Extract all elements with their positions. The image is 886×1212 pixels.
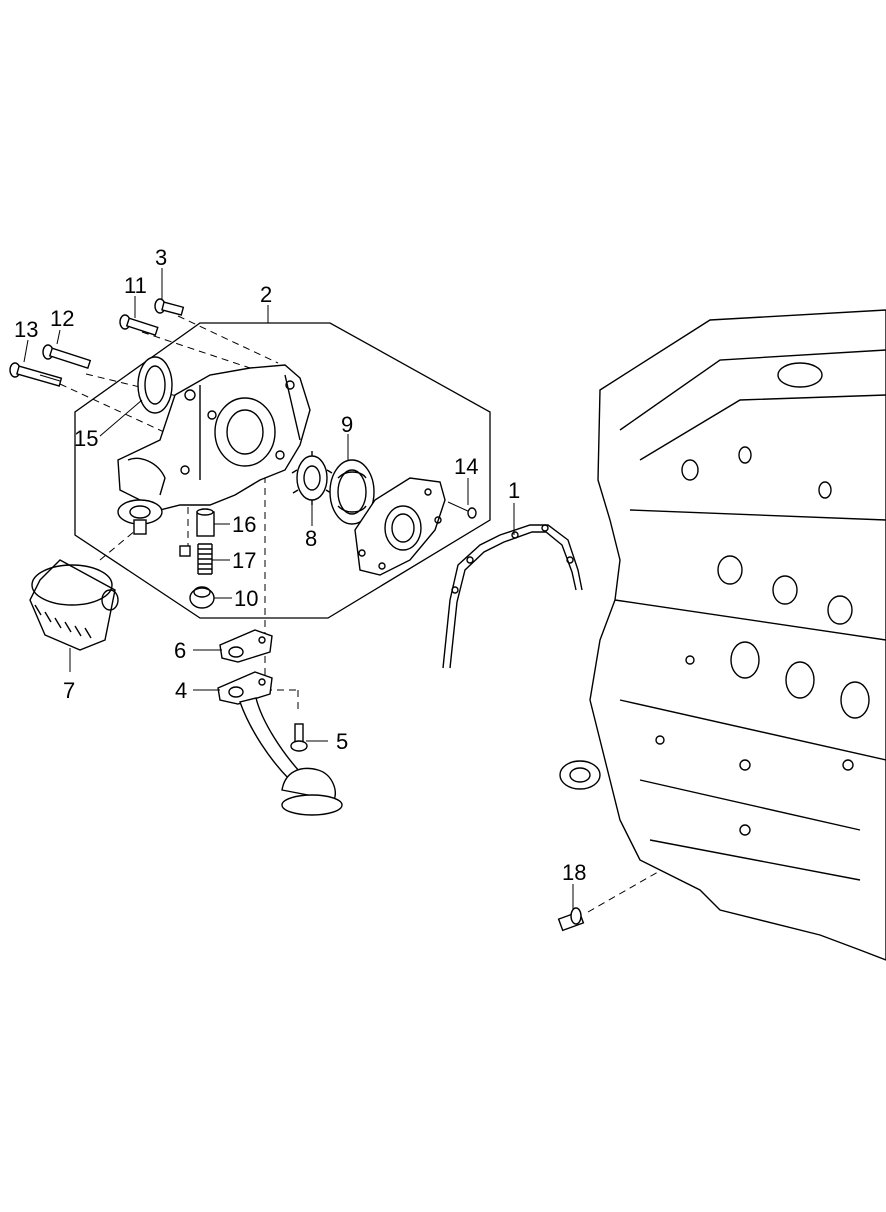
callout-4: 4 [175,678,187,703]
bolt-11 [119,314,159,336]
plug-10 [189,586,215,609]
outer-rotor-9 [329,459,375,525]
callout-9: 9 [341,412,353,437]
callout-13: 13 [14,317,38,342]
oil-pressure-switch [557,907,585,932]
callout-16: 16 [232,512,256,537]
oil-filter [29,559,119,651]
oil-seal-15 [137,356,173,414]
oil-strainer [217,671,343,816]
callout-8: 8 [305,526,317,551]
callout-14: 14 [454,454,478,479]
engine-block [559,309,886,961]
timing-cover-gasket-1 [442,524,583,669]
rotor-8 [291,451,333,505]
plunger-16 [196,508,215,537]
bolt-5 [290,723,308,752]
assembly-outline [74,322,491,619]
callout-10: 10 [234,586,258,611]
bolt-12 [42,344,92,370]
bolt-3 [154,298,185,316]
bolt-13 [9,362,63,387]
callout-1: 1 [508,478,520,503]
oil-pump-housing [117,364,311,535]
callout-11: 11 [124,273,147,298]
pump-cover [354,477,446,576]
screw-14 [447,501,477,519]
callout-18: 18 [562,860,586,885]
callout-5: 5 [336,729,348,754]
callout-3: 3 [155,245,167,270]
callout-15: 15 [74,426,98,451]
spring-17 [179,543,213,575]
callout-7: 7 [63,678,75,703]
gasket-6 [219,629,273,663]
callout-12: 12 [50,306,74,331]
callout-17: 17 [232,548,256,573]
callout-6: 6 [174,638,186,663]
callout-2: 2 [260,282,272,307]
